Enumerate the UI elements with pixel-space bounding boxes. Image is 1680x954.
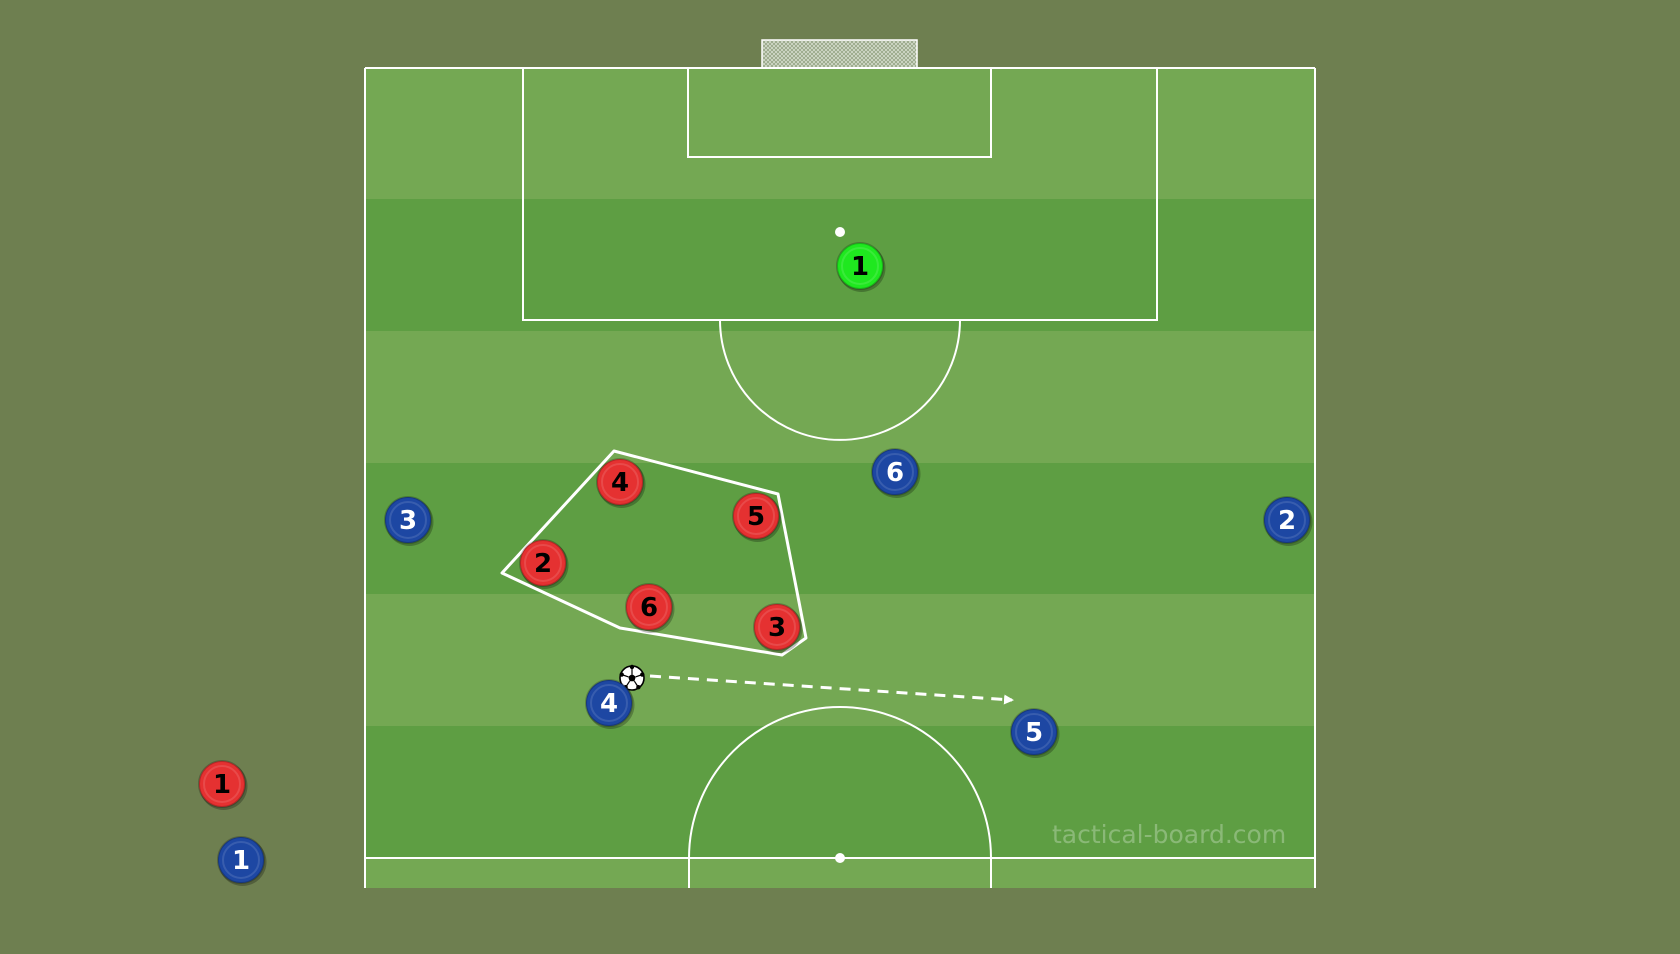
- red-player-4[interactable]: 4: [596, 458, 646, 508]
- red-player-3[interactable]: 3: [753, 603, 803, 653]
- player-disc-ring: [389, 501, 427, 539]
- player-number: 5: [747, 502, 765, 532]
- goalkeeper-player-1[interactable]: 1: [836, 242, 886, 292]
- player-disc: [753, 603, 801, 651]
- blue-player-1[interactable]: 1: [217, 836, 267, 886]
- player-number: 2: [534, 549, 552, 579]
- player-disc: [596, 458, 644, 506]
- player-number: 6: [640, 593, 658, 623]
- goal-net: [761, 39, 918, 69]
- player-disc: [519, 539, 567, 587]
- player-number: 1: [213, 770, 231, 800]
- red-player-6[interactable]: 6: [625, 583, 675, 633]
- pitch-stripes: [365, 68, 1315, 888]
- player-disc: [585, 679, 633, 727]
- blue-player-6[interactable]: 6: [871, 448, 921, 498]
- red-player-2[interactable]: 2: [519, 539, 569, 589]
- player-number: 4: [600, 689, 618, 719]
- player-disc: [198, 760, 246, 808]
- player-disc-ring: [1015, 713, 1053, 751]
- player-disc-ring: [630, 588, 668, 626]
- blue-player-3[interactable]: 3: [384, 496, 434, 546]
- player-disc-ring: [601, 463, 639, 501]
- watermark: tactical-board.com: [1052, 820, 1286, 849]
- player-disc: [1010, 708, 1058, 756]
- blue-player-2[interactable]: 2: [1263, 496, 1313, 546]
- pass-arrow: [649, 674, 1014, 705]
- soccer-ball-icon[interactable]: [619, 664, 645, 691]
- stripe: [365, 331, 1315, 463]
- player-disc-ring: [590, 684, 628, 722]
- player-disc: [384, 496, 432, 544]
- penalty-spot: [835, 227, 845, 237]
- player-number: 3: [399, 506, 417, 536]
- center-circle: [688, 706, 992, 888]
- red-player-5[interactable]: 5: [732, 492, 782, 542]
- player-disc-ring: [222, 841, 260, 879]
- player-number: 6: [886, 458, 904, 488]
- player-number: 1: [851, 252, 869, 282]
- blue-player-5[interactable]: 5: [1010, 708, 1060, 758]
- player-number: 3: [768, 613, 786, 643]
- player-disc-ring: [203, 765, 241, 803]
- player-number: 5: [1025, 718, 1043, 748]
- player-disc: [732, 492, 780, 540]
- stripe: [365, 68, 1315, 199]
- player-number: 4: [611, 468, 629, 498]
- red-player-1[interactable]: 1: [198, 760, 248, 810]
- player-number: 1: [232, 846, 250, 876]
- players-layer: 1 1 2 3 4 5 6 1 2 3 4 5 6: [198, 242, 1313, 886]
- player-disc-ring: [876, 453, 914, 491]
- player-disc: [836, 242, 884, 290]
- player-disc: [217, 836, 265, 884]
- player-disc-ring: [758, 608, 796, 646]
- player-disc: [1263, 496, 1311, 544]
- player-disc-ring: [1268, 501, 1306, 539]
- player-disc: [625, 583, 673, 631]
- goal-box: [687, 67, 992, 158]
- penalty-arc: [719, 319, 961, 441]
- pressing-zone: [500, 449, 808, 657]
- player-disc-ring: [524, 544, 562, 582]
- player-disc: [871, 448, 919, 496]
- blue-player-4[interactable]: 4: [585, 679, 635, 729]
- center-spot: [835, 853, 845, 863]
- player-disc-ring: [841, 247, 879, 285]
- player-number: 2: [1278, 506, 1296, 536]
- player-disc-ring: [737, 497, 775, 535]
- stripe: [365, 594, 1315, 726]
- stripe: [365, 726, 1315, 858]
